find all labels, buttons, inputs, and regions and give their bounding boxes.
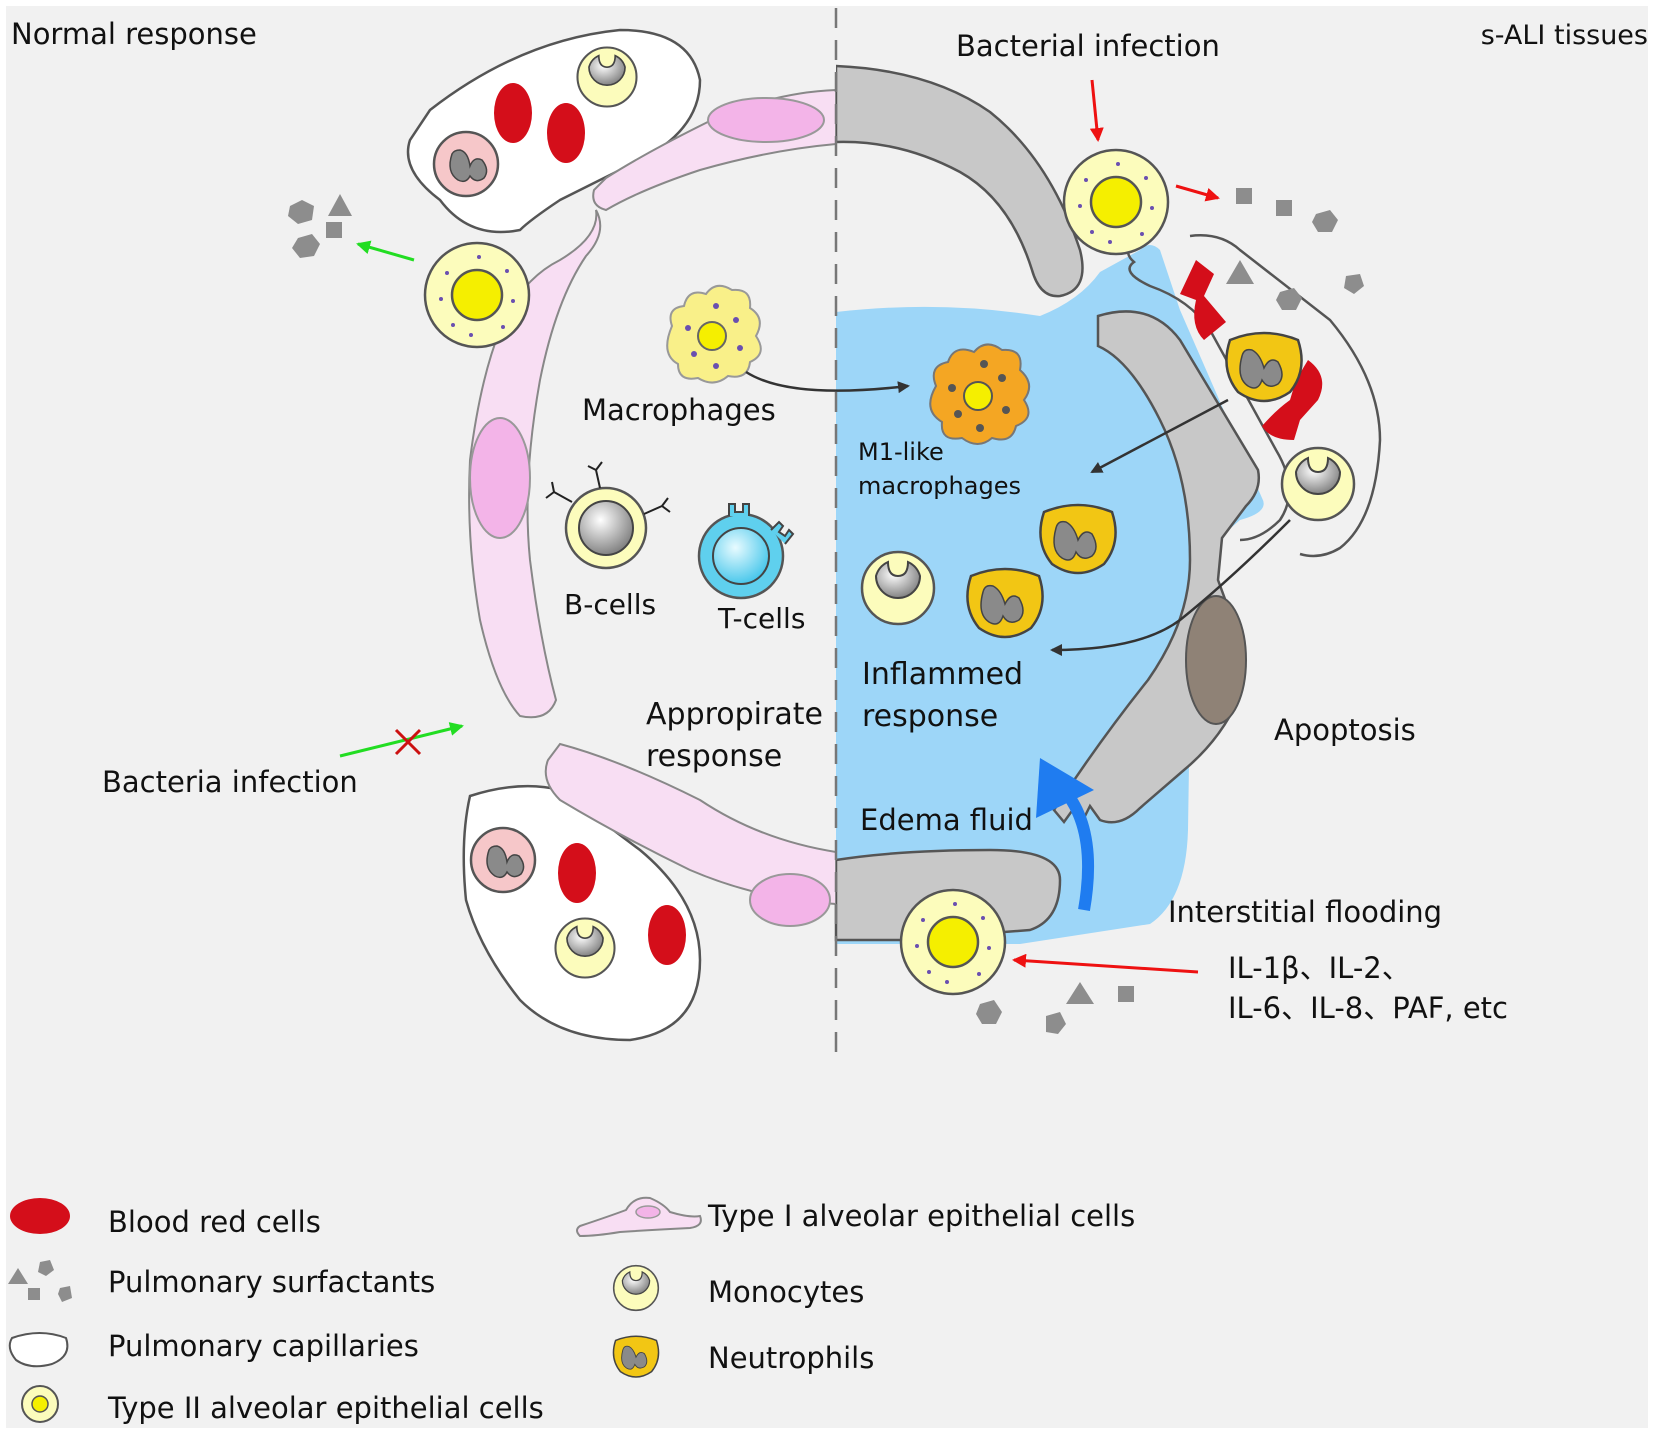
macrophage-cell	[666, 284, 762, 384]
b-cells-label: B-cells	[564, 588, 656, 621]
monocyte-cell	[860, 550, 936, 626]
cytokine-arrow	[1012, 953, 1199, 974]
apoptosis-label: Apoptosis	[1274, 713, 1416, 747]
blood-red-cell-damaged	[1262, 360, 1323, 440]
neutrophil-cell	[1039, 503, 1117, 575]
monocyte-icon	[612, 1264, 660, 1312]
neutrophil-migration-arrow	[1090, 398, 1229, 474]
legend-label: Neutrophils	[708, 1341, 874, 1375]
m1-like-label-line2: macrophages	[858, 472, 1021, 500]
neutrophil-cell	[966, 567, 1044, 639]
inflammed-response-label: Inflammed	[862, 657, 1023, 692]
legend: Blood red cells Pulmonary surfactants Pu…	[8, 1196, 1135, 1425]
t-cells-label: T-cells	[717, 602, 805, 635]
damaged-capillary	[1127, 234, 1382, 558]
monocyte-cell	[576, 46, 638, 108]
blood-red-cell	[547, 103, 585, 163]
blood-red-cell	[648, 905, 686, 965]
type2-epithelial-cell	[899, 888, 1007, 996]
blood-red-cell	[494, 83, 532, 143]
normal-response-label: Normal response	[11, 17, 257, 51]
pink-leukocyte	[432, 130, 500, 198]
blocked-x-icon	[394, 728, 422, 756]
bacteria-infection-label: Bacteria infection	[102, 765, 358, 799]
monocyte-cell	[554, 917, 616, 979]
red-blood-cell-icon	[10, 1198, 70, 1234]
sali-tissues-label: s-ALI tissues	[1481, 20, 1648, 51]
appropriate-response-label: Appropirate	[646, 697, 823, 732]
m1-macrophage-cell	[929, 343, 1031, 445]
capillary-icon	[8, 1332, 69, 1368]
legend-label: Blood red cells	[108, 1205, 321, 1239]
type2-cell-icon	[21, 1385, 59, 1423]
monocyte-migration-arrow	[1050, 519, 1291, 656]
legend-label: Type II alveolar epithelial cells	[107, 1391, 544, 1425]
legend-label: Pulmonary capillaries	[108, 1329, 419, 1363]
bacterial-infection-label: Bacterial infection	[956, 29, 1220, 63]
surfactant-icon	[8, 1260, 72, 1302]
surfactant-particles-right-top	[1226, 188, 1364, 310]
apoptotic-nucleus	[1185, 595, 1247, 725]
secretion-arrow-normal	[356, 240, 415, 262]
m1-like-label: M1-like	[858, 438, 944, 466]
neutrophil-cell	[1225, 331, 1303, 403]
type2-epithelial-cell	[1062, 148, 1170, 256]
bacteria-blocked-arrow	[339, 722, 464, 758]
interstitial-flooding-label: Interstitial flooding	[1168, 895, 1442, 929]
b-cell	[545, 461, 671, 570]
monocyte-cell	[1280, 446, 1356, 522]
macrophage-polarization-arrow	[745, 370, 910, 394]
edema-fluid-label: Edema fluid	[860, 803, 1033, 837]
blood-red-cell	[558, 843, 596, 903]
bacterial-infection-arrow	[1089, 79, 1104, 142]
type1-cell-icon	[576, 1196, 702, 1238]
surfactant-release-arrow	[1175, 184, 1220, 202]
type2-epithelial-cell	[423, 241, 531, 349]
blood-red-cell-damaged	[1180, 260, 1226, 340]
surfactant-particles-right-bottom	[976, 982, 1134, 1034]
inflammed-response-label-line2: response	[862, 699, 998, 734]
pink-leukocyte	[469, 826, 537, 894]
neutrophil-icon	[612, 1335, 660, 1378]
diagram-background	[6, 6, 1648, 1428]
appropriate-response-label-line2: response	[646, 739, 782, 774]
cytokines-label-line2: IL-6、IL-8、PAF, etc	[1228, 991, 1508, 1025]
legend-label: Pulmonary surfactants	[108, 1265, 435, 1299]
surfactant-particles-left	[288, 194, 352, 258]
edema-flow-arrowhead	[1036, 758, 1094, 818]
cytokines-label: IL-1β、IL-2、	[1228, 951, 1411, 985]
legend-label: Monocytes	[708, 1275, 864, 1309]
t-cell	[697, 503, 795, 600]
macrophages-label: Macrophages	[582, 393, 776, 427]
legend-label: Type I alveolar epithelial cells	[707, 1199, 1135, 1233]
